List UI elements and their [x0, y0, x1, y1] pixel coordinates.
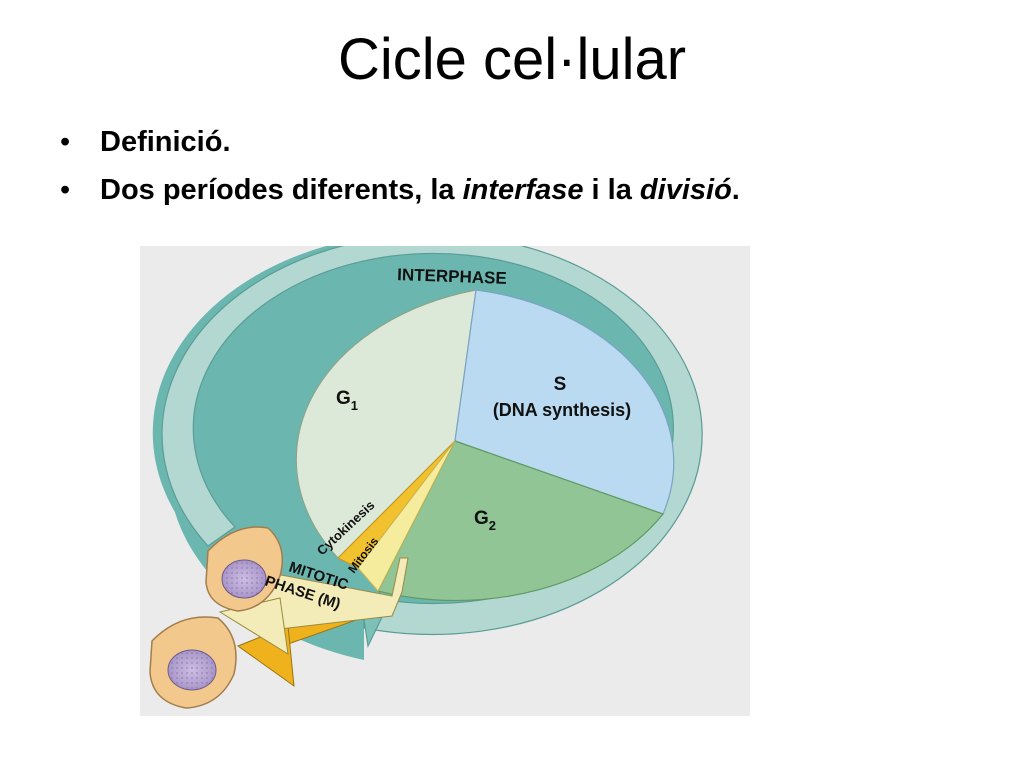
interphase-label: INTERPHASE [397, 265, 507, 288]
g1-label: G1 [336, 388, 358, 413]
s-sector [454, 289, 675, 515]
bullet-text-part: Dos períodes diferents, la [100, 174, 463, 206]
bullet-text-part: . [731, 174, 740, 206]
g2-label-sub: 2 [489, 518, 496, 533]
slide-title: Cicle cel·lular [337, 27, 687, 92]
g1-label-sub: 1 [351, 398, 358, 413]
s-label: S [554, 374, 567, 395]
bullet-list: • Definició. • Dos períodes diferents, l… [60, 118, 740, 214]
bullet-dot-icon: • [60, 174, 71, 206]
bullet-dot-icon: • [60, 126, 71, 158]
bullet-term-divisio: divisió [639, 174, 732, 206]
cell-cycle-diagram: INTERPHASE G1 S (DNA synthesis) G2 Cytok… [140, 246, 750, 716]
g1-sector [295, 289, 477, 559]
cell-lower-icon [149, 616, 237, 709]
g2-label: G2 [474, 508, 496, 533]
cell-upper-icon [205, 526, 283, 612]
s-description-label: (DNA synthesis) [493, 400, 631, 420]
g2-sector [377, 440, 664, 602]
g1-label-main: G [336, 388, 351, 409]
bullet-item-periods: • Dos períodes diferents, la interfase i… [60, 166, 740, 214]
bullet-term-interfase: interfase [462, 174, 584, 206]
bullet-text-part: i la [583, 174, 640, 206]
bullet-item-definition: • Definició. [60, 118, 740, 166]
bullet-text: Definició. [100, 126, 231, 158]
mitosis-sector [357, 440, 456, 592]
g2-label-main: G [474, 508, 489, 529]
cell-cycle-figure: INTERPHASE G1 S (DNA synthesis) G2 Cytok… [140, 246, 750, 716]
